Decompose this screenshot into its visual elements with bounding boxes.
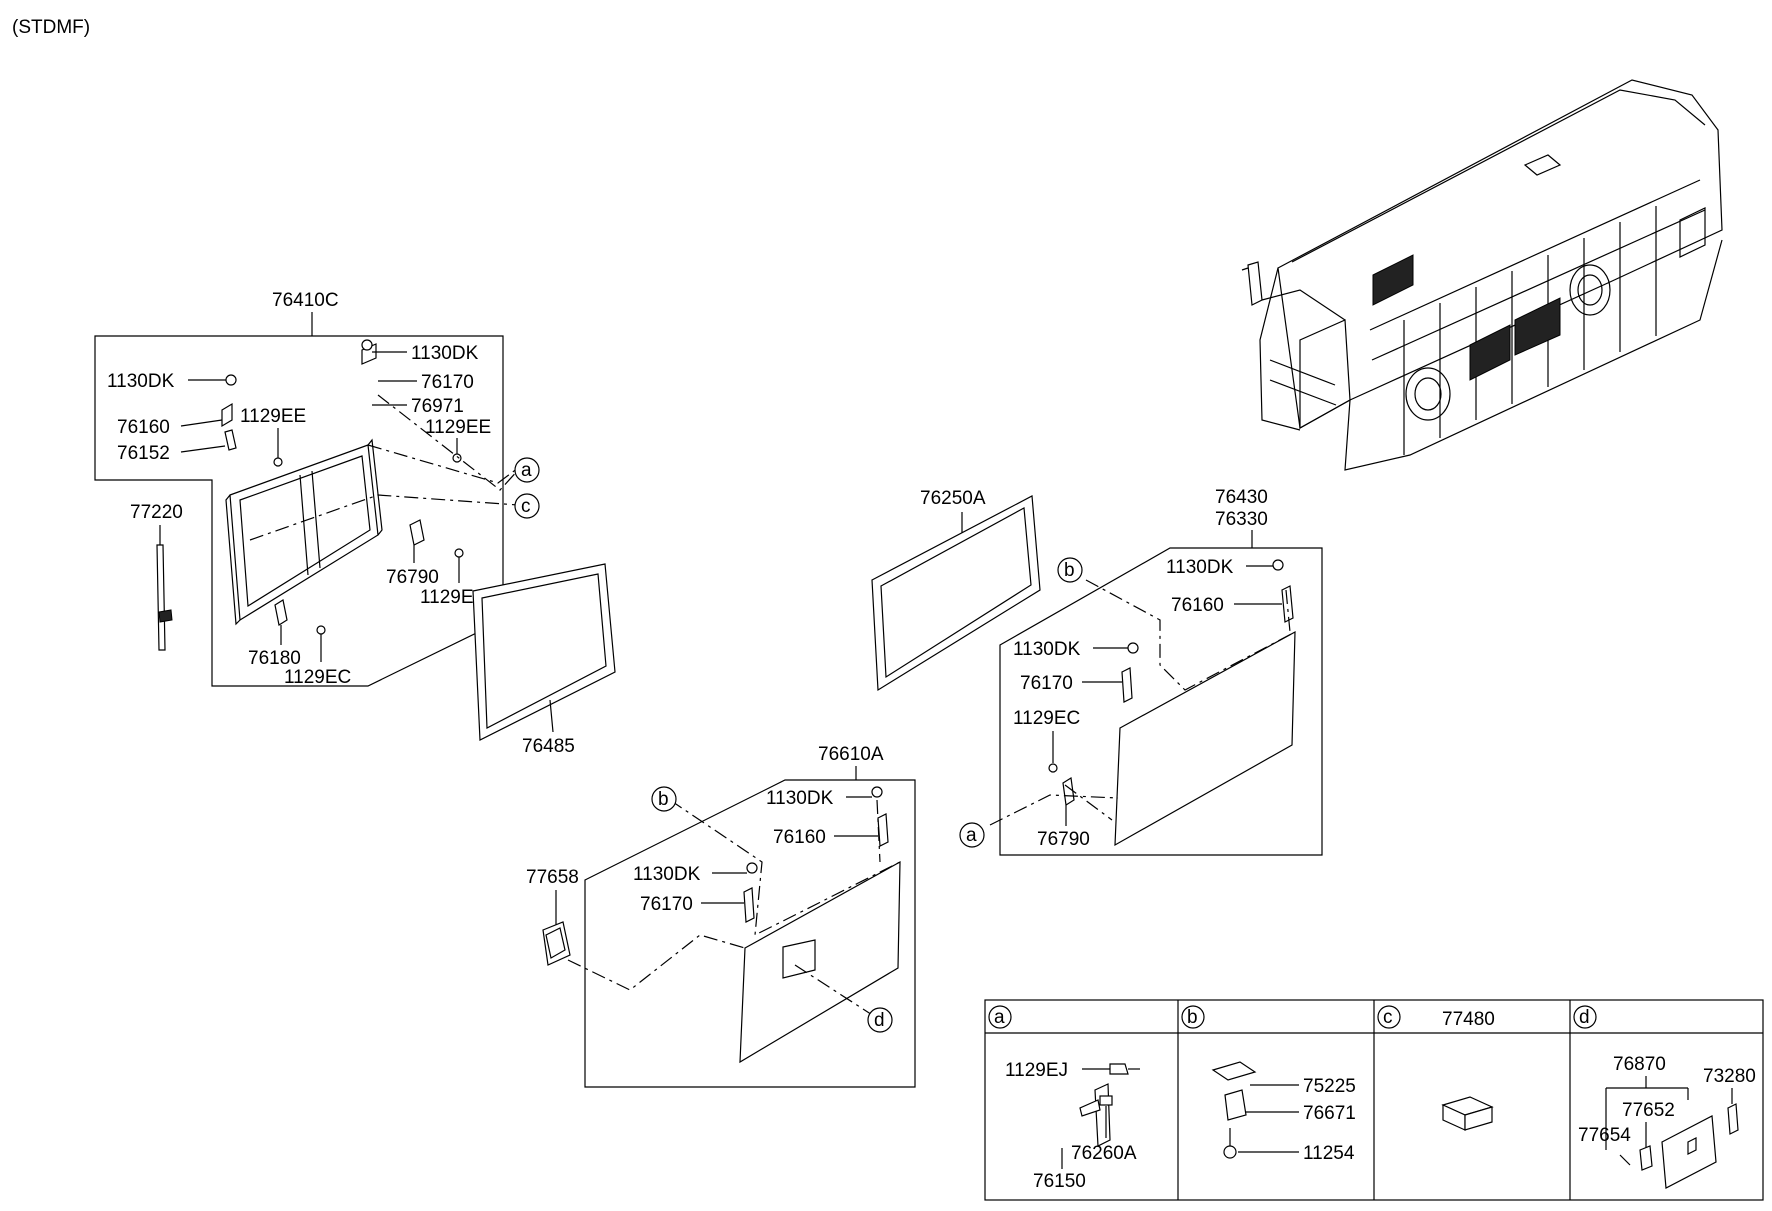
marker-label: b bbox=[1064, 560, 1075, 581]
legend-d-part-3: 77652 bbox=[1622, 1100, 1675, 1121]
callout-rp-1129ec: 1129EC bbox=[1013, 708, 1080, 729]
callout-fw-76160: 76160 bbox=[117, 417, 170, 438]
callout-77658: 77658 bbox=[526, 867, 579, 888]
legend-b-part-2: 76671 bbox=[1303, 1103, 1356, 1124]
callout-rp-76160: 76160 bbox=[1171, 595, 1224, 616]
rear-panel-assembly: 76430 76330 1130DK 76160 1130DK 76170 11… bbox=[989, 487, 1323, 856]
legend-cell-c: c 77480 bbox=[1377, 1005, 1495, 1131]
marker-label: b bbox=[658, 789, 669, 810]
seal-76250a: 76250A bbox=[871, 488, 1041, 692]
marker-c-front-window: c bbox=[514, 493, 540, 519]
callout-fw-76180: 76180 bbox=[248, 648, 301, 669]
callout-fw-1129ee-l: 1129EE bbox=[240, 406, 306, 427]
detail-legend-table: a 1129EJ 76260A 76150 b 75225 76671 1 bbox=[984, 999, 1764, 1201]
legend-tag-c: c bbox=[1383, 1007, 1393, 1028]
callout-fw-1129ee-r: 1129EE bbox=[425, 417, 491, 438]
legend-a-part-2: 76260A bbox=[1071, 1143, 1137, 1164]
group-label-76330: 76330 bbox=[1215, 509, 1268, 530]
callout-fp-1130dk-m: 1130DK bbox=[633, 864, 701, 885]
callout-fw-76790: 76790 bbox=[386, 567, 439, 588]
legend-tag-a: a bbox=[994, 1007, 1005, 1028]
group-label-76410c: 76410C bbox=[272, 290, 339, 311]
legend-b-part-3: 11254 bbox=[1303, 1143, 1355, 1164]
legend-a-part-3: 76150 bbox=[1033, 1171, 1086, 1192]
group-label-76430: 76430 bbox=[1215, 487, 1268, 508]
callout-76485: 76485 bbox=[522, 736, 575, 757]
legend-d-part-2: 73280 bbox=[1703, 1066, 1756, 1087]
callout-fw-76170: 76170 bbox=[421, 372, 474, 393]
callout-fw-1129ec-b: 1129EC bbox=[284, 667, 351, 688]
callout-fp-1130dk-t: 1130DK bbox=[766, 788, 834, 809]
legend-cell-a: a 1129EJ 76260A 76150 bbox=[988, 1005, 1140, 1192]
legend-c-part-1: 77480 bbox=[1442, 1009, 1495, 1030]
callout-fw-76971: 76971 bbox=[411, 396, 464, 417]
marker-label: d bbox=[874, 1010, 885, 1031]
marker-label: c bbox=[521, 496, 531, 517]
callout-77220: 77220 bbox=[130, 502, 183, 523]
legend-tag-b: b bbox=[1187, 1007, 1198, 1028]
callout-76250a: 76250A bbox=[920, 488, 986, 509]
marker-label: a bbox=[521, 460, 532, 481]
bus-illustration bbox=[1241, 79, 1723, 471]
legend-cell-d: d 76870 73280 77652 77654 bbox=[1573, 1005, 1756, 1189]
legend-b-part-1: 75225 bbox=[1303, 1076, 1356, 1097]
marker-b-rear-panel: b bbox=[1057, 557, 1083, 583]
seal-76485: 76485 bbox=[472, 563, 616, 757]
front-window-assembly: 76410C 1130DK 76170 76971 1129EE 1130DK … bbox=[94, 290, 521, 688]
legend-d-part-1: 76870 bbox=[1613, 1054, 1666, 1075]
callout-rp-1130dk-m: 1130DK bbox=[1013, 639, 1081, 660]
callout-fw-76152: 76152 bbox=[117, 443, 170, 464]
callout-fw-1129ec-r: 1129EC bbox=[420, 587, 487, 608]
callout-fw-1130dk-r: 1130DK bbox=[411, 343, 479, 364]
rod-77220: 77220 bbox=[130, 502, 183, 651]
marker-b-front-panel: b bbox=[651, 786, 677, 812]
marker-d-front-panel: d bbox=[867, 1007, 893, 1033]
callout-fp-76170: 76170 bbox=[640, 894, 693, 915]
legend-a-part-1: 1129EJ bbox=[1005, 1060, 1068, 1081]
variant-code: (STDMF) bbox=[12, 17, 90, 38]
callout-rp-76170: 76170 bbox=[1020, 673, 1073, 694]
callout-fp-76160: 76160 bbox=[773, 827, 826, 848]
callout-rp-76790: 76790 bbox=[1037, 829, 1090, 850]
legend-d-part-4: 77654 bbox=[1578, 1125, 1631, 1146]
marker-label: a bbox=[966, 825, 977, 846]
marker-a-front-window: a bbox=[514, 457, 540, 483]
callout-rp-1130dk-t: 1130DK bbox=[1166, 557, 1234, 578]
legend-tag-d: d bbox=[1579, 1007, 1590, 1028]
group-label-76610a: 76610A bbox=[818, 744, 884, 765]
marker-a-rear-panel: a bbox=[959, 822, 985, 848]
front-panel-assembly: 76610A 77658 1130DK 76160 1130DK 76170 bbox=[526, 744, 916, 1088]
callout-fw-1130dk-l: 1130DK bbox=[107, 371, 175, 392]
legend-cell-b: b 75225 76671 11254 bbox=[1181, 1005, 1356, 1164]
